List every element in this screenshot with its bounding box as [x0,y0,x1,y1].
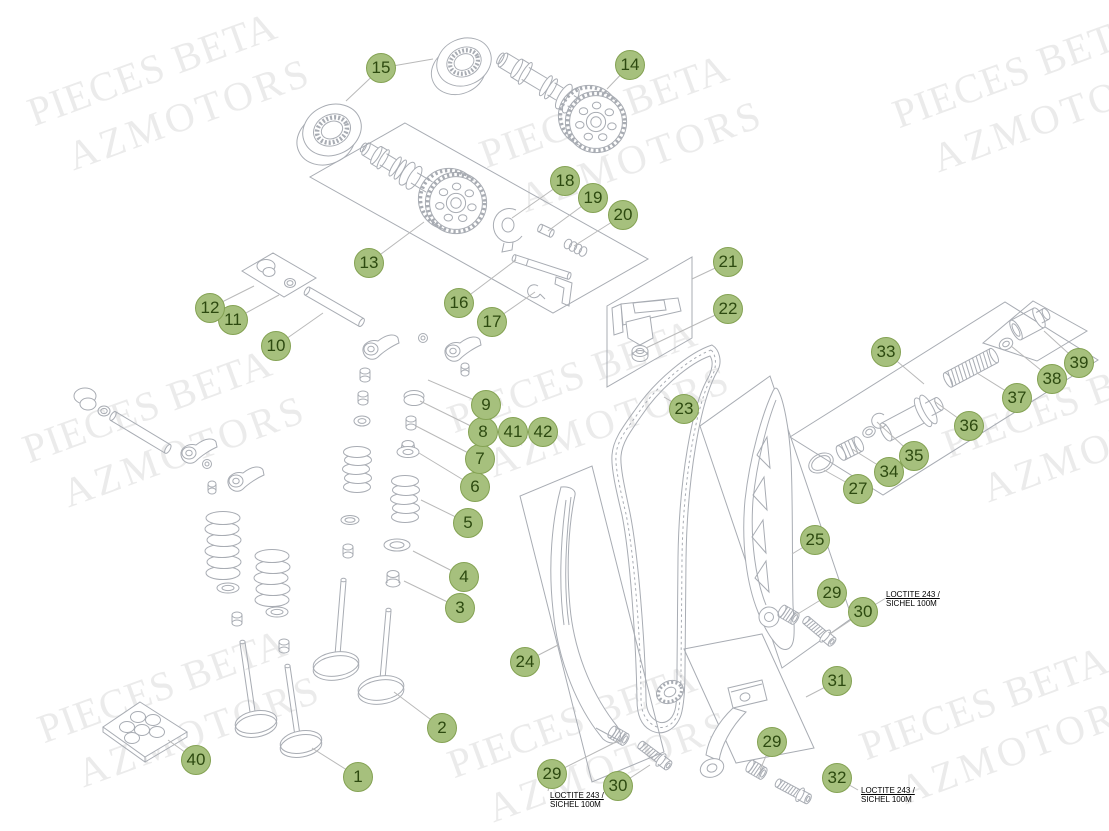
callout-17[interactable]: 17 [477,307,507,337]
part-camshaft-exhaust [496,52,591,117]
callout-36[interactable]: 36 [954,411,984,441]
callout-20[interactable]: 20 [608,200,638,230]
callout-23[interactable]: 23 [669,394,699,424]
callout-27[interactable]: 27 [843,474,873,504]
callout-32[interactable]: 32 [822,763,852,793]
callout-10[interactable]: 10 [261,331,291,361]
callout-7[interactable]: 7 [465,444,495,474]
part-timing-chain [611,344,721,734]
part-chain-guide-rear [743,387,795,650]
callout-4[interactable]: 4 [449,562,479,592]
part-valves [234,577,405,758]
part-chain-guide-front [550,486,623,744]
part-guide-bracket [699,679,768,778]
callout-40[interactable]: 40 [181,745,211,775]
callout-31[interactable]: 31 [822,666,852,696]
callout-3[interactable]: 3 [445,593,475,623]
callout-6[interactable]: 6 [460,472,490,502]
callout-29-3[interactable]: 29 [537,759,567,789]
callout-5[interactable]: 5 [453,508,483,538]
callout-42[interactable]: 42 [528,417,558,447]
callout-12[interactable]: 12 [195,293,225,323]
callout-30[interactable]: 30 [848,597,878,627]
part-valve-small-parts [216,367,425,654]
callout-30-2[interactable]: 30 [603,771,633,801]
part-decompressor [492,208,588,307]
callout-9[interactable]: 9 [471,390,501,420]
callout-15[interactable]: 15 [366,53,396,83]
part-rocker-shaft-left [73,387,172,454]
callout-18[interactable]: 18 [550,166,580,196]
callout-2[interactable]: 2 [427,713,457,743]
callout-16[interactable]: 16 [444,288,474,318]
note-loctite-3: LOCTITE 243 /SICHEL 100M [861,786,915,804]
callout-35[interactable]: 35 [899,441,929,471]
callout-38[interactable]: 38 [1037,364,1067,394]
callout-29[interactable]: 29 [817,578,847,608]
callout-39[interactable]: 39 [1064,348,1094,378]
callout-33[interactable]: 33 [871,337,901,367]
callout-41[interactable]: 41 [498,417,528,447]
part-chain-tensioner-lifter [611,297,682,362]
callout-19[interactable]: 19 [578,183,608,213]
callout-13[interactable]: 13 [354,248,384,278]
note-loctite-2: LOCTITE 243 /SICHEL 100M [550,791,604,809]
callout-14[interactable]: 14 [615,50,645,80]
note-loctite-1: LOCTITE 243 /SICHEL 100M [886,590,940,608]
part-shim-plate [102,701,188,763]
callout-34[interactable]: 34 [874,457,904,487]
callout-1[interactable]: 1 [343,762,373,792]
part-rocker-pin [303,286,365,328]
part-rocker-arms [180,333,482,495]
callout-25[interactable]: 25 [800,525,830,555]
callout-8[interactable]: 8 [468,417,498,447]
callout-24[interactable]: 24 [510,647,540,677]
part-chain-tensioner-assy [808,307,1051,474]
callout-37[interactable]: 37 [1002,383,1032,413]
callout-11[interactable]: 11 [218,305,248,335]
part-camshaft-intake [359,142,433,193]
callout-22[interactable]: 22 [713,294,743,324]
callout-21[interactable]: 21 [713,247,743,277]
callout-29-2[interactable]: 29 [757,727,787,757]
part-cam-plug-ring [256,259,296,288]
